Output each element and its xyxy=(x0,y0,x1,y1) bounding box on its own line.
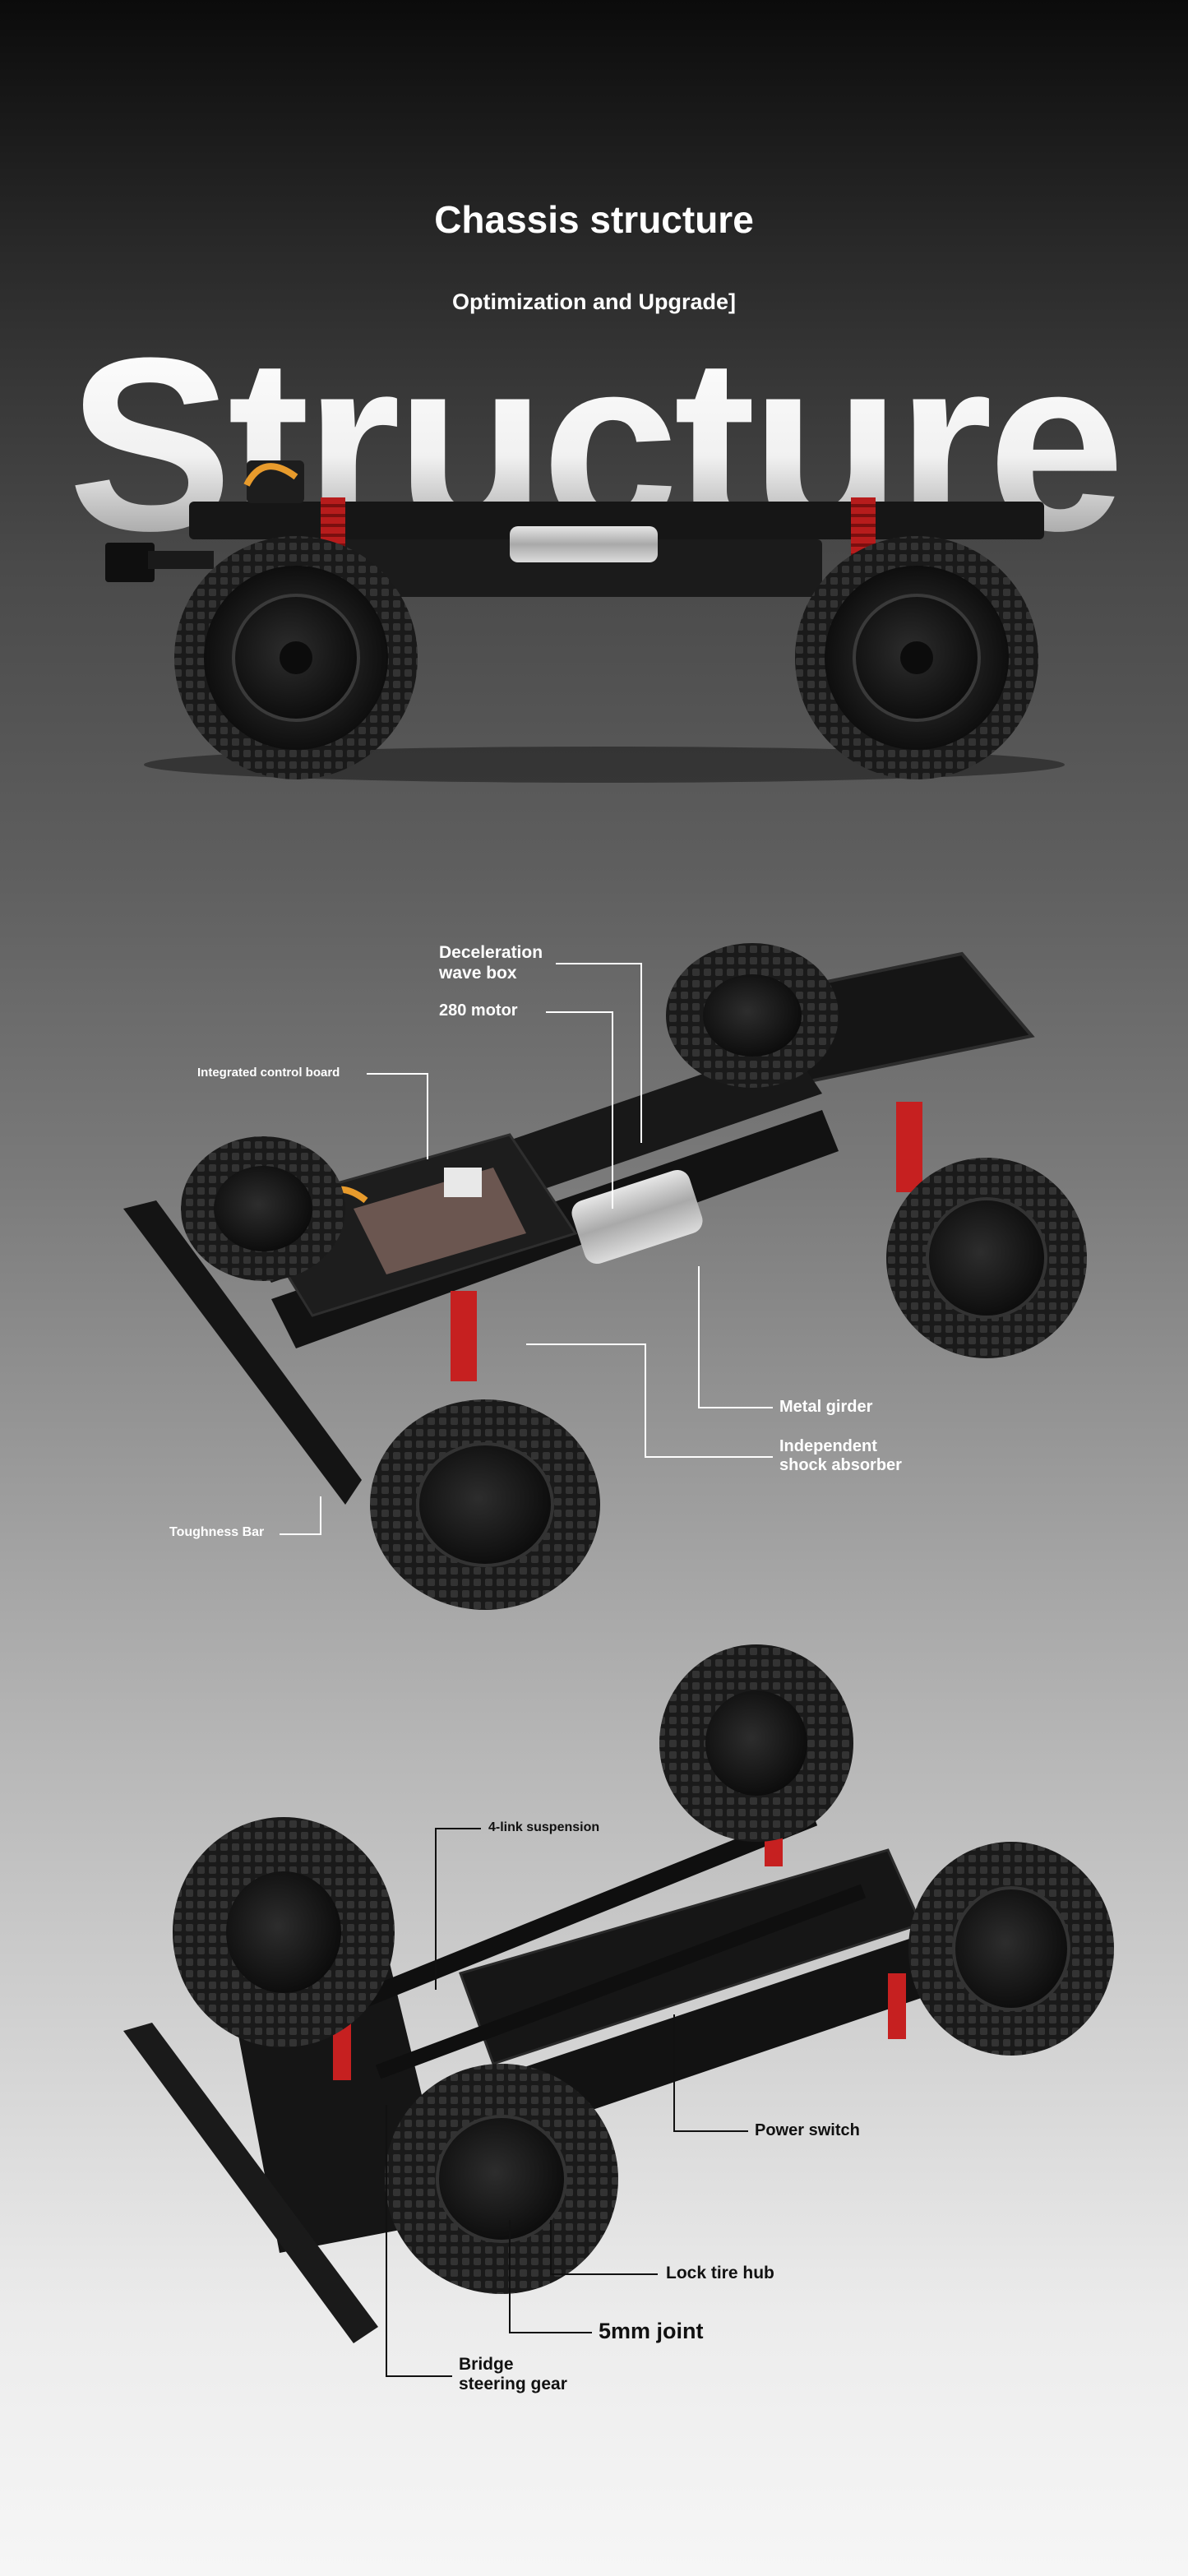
label-power-switch: Power switch xyxy=(755,2121,860,2139)
top-wheel-rear-right xyxy=(886,1158,1087,1358)
under-wheel-front-right xyxy=(385,2064,618,2294)
underside-chassis xyxy=(123,1644,1114,2343)
top-wheel-rear-left xyxy=(666,943,839,1088)
label-lock-tire-hub: Lock tire hub xyxy=(666,2264,774,2282)
top-view-chassis xyxy=(123,943,1087,1610)
under-wheel-front-left xyxy=(173,1817,395,2047)
page-title: Chassis structure xyxy=(434,198,754,241)
ground-shadow xyxy=(144,747,1065,783)
top-wheel-front-right xyxy=(370,1399,600,1610)
label-deceleration-wave-box: Deceleration wave box xyxy=(439,943,543,983)
under-wheel-rear-left xyxy=(659,1644,853,1842)
label-metal-girder: Metal girder xyxy=(779,1398,873,1416)
label-integrated-control-board: Integrated control board xyxy=(197,1066,340,1080)
label-independent-shock-absorber: Independent shock absorber xyxy=(779,1437,902,1474)
side-motor xyxy=(510,526,658,562)
label-bridge-steering-gear: Bridge steering gear xyxy=(459,2355,567,2393)
page-subtitle: Optimization and Upgrade] xyxy=(451,289,736,314)
top-view-leader-lines xyxy=(280,963,773,1535)
under-wheel-rear-right xyxy=(908,1842,1114,2056)
side-front-wheel xyxy=(174,536,418,779)
side-rear-wheel xyxy=(795,536,1038,779)
label-280-motor: 280 motor xyxy=(439,1001,518,1020)
side-frame-rail xyxy=(105,502,1044,597)
label-5mm-joint: 5mm joint xyxy=(599,2319,704,2343)
top-wheel-front-left xyxy=(181,1136,345,1281)
label-toughness-bar: Toughness Bar xyxy=(169,1525,265,1539)
underside-leader-lines xyxy=(386,1828,748,2377)
label-4-link-suspension: 4-link suspension xyxy=(488,1820,600,1834)
